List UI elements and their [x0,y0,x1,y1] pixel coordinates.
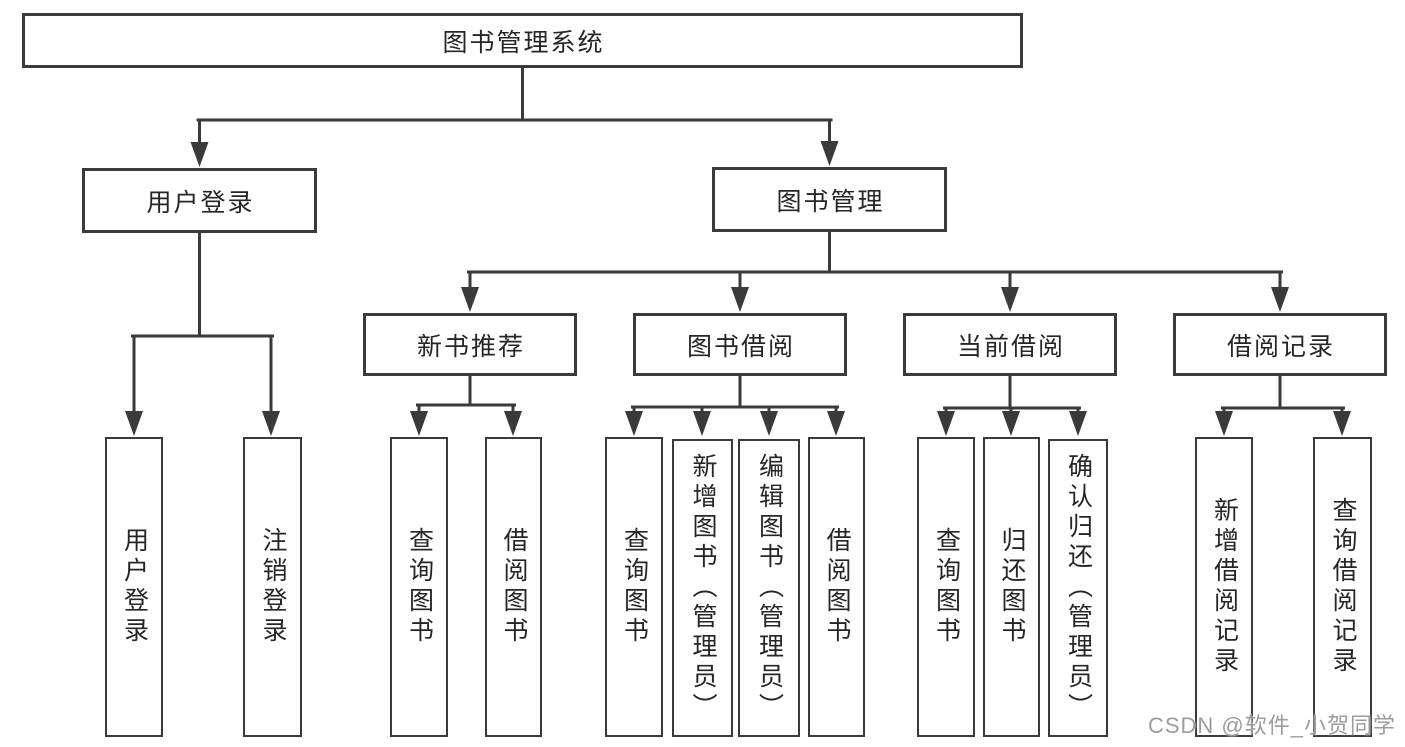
node-label: 查询图书 [405,527,434,647]
node-new-book-recommend: 新书推荐 [363,313,577,376]
node-label: 当前借阅 [956,332,1065,361]
leaf-borrow-query-books: 查询图书 [605,437,663,737]
leaf-return-books: 归还图书 [983,437,1040,737]
arrow-down-icon [461,287,479,312]
leaf-recommend-query-books: 查询图书 [390,437,448,737]
node-book-borrow: 图书借阅 [633,313,847,376]
arrow-down-icon [1002,411,1020,436]
leaf-recommend-borrow-books: 借阅图书 [485,437,542,737]
connector-new-book-recommend-to-leaves [410,373,522,436]
csdn-watermark: CSDN @软件_小贺同学 [1147,713,1396,738]
node-label: 借阅记录 [1226,332,1335,361]
arrow-down-icon [262,411,280,436]
arrow-down-icon [1069,411,1087,436]
node-label: 借阅图书 [500,527,528,647]
leaf-borrow-borrow-books: 借阅图书 [808,437,865,737]
arrow-down-icon [693,411,711,436]
node-label: 新增借阅记录 [1210,497,1239,677]
node-label: 用户登录 [146,188,255,217]
node-label: 查询借阅记录 [1329,497,1357,677]
node-label: 注销登录 [259,527,287,647]
leaf-edit-books-admin: 编辑图书（管理员） [738,439,800,737]
node-label: 借阅图书 [823,527,851,647]
arrow-down-icon [504,411,522,436]
arrow-down-icon [760,411,778,436]
node-label: 查询图书 [932,527,961,647]
node-user-login: 用户登录 [82,168,317,233]
node-label: 归还图书 [998,527,1026,647]
arrow-down-icon [731,287,749,312]
node-label: 图书借阅 [686,332,795,361]
node-label: 确认归还（管理员） [1064,453,1093,723]
connector-borrow-records-to-leaves [1215,373,1351,436]
node-root: 图书管理系统 [22,13,1023,68]
arrow-down-icon [1333,411,1351,436]
leaf-add-borrow-record: 新增借阅记录 [1195,437,1253,737]
connector-root-to-level2 [190,64,839,167]
node-current-borrow: 当前借阅 [903,313,1117,376]
node-label: 新增图书（管理员） [689,453,717,723]
arrow-down-icon [1271,287,1289,312]
leaf-logout: 注销登录 [243,437,302,737]
node-label: 用户登录 [120,527,149,647]
leaf-current-query-books: 查询图书 [917,437,975,737]
node-book-management: 图书管理 [712,167,947,232]
connector-current-borrow-to-leaves [937,373,1087,436]
connector-book-management-to-level3 [461,229,1289,312]
arrow-down-icon [410,411,428,436]
leaf-confirm-return-admin: 确认归还（管理员） [1048,439,1108,737]
node-label: 查询图书 [620,527,649,647]
leaf-query-borrow-record: 查询借阅记录 [1313,437,1372,737]
leaf-add-books-admin: 新增图书（管理员） [672,439,733,737]
leaf-user-login: 用户登录 [105,437,163,737]
node-label: 编辑图书（管理员） [755,453,784,723]
arrow-down-icon [820,141,839,166]
arrow-down-icon [125,411,143,436]
connector-user-login-to-leaves [125,230,280,436]
arrow-down-icon [190,142,209,167]
arrow-down-icon [1001,287,1019,312]
node-label: 图书管理 [776,187,885,216]
connector-book-borrow-to-leaves [625,373,845,436]
arrow-down-icon [937,411,955,436]
arrow-down-icon [827,411,845,436]
node-label: 图书管理系统 [442,28,605,57]
node-borrow-records: 借阅记录 [1173,313,1387,376]
node-label: 新书推荐 [416,332,525,361]
arrow-down-icon [1215,411,1233,436]
arrow-down-icon [625,411,643,436]
